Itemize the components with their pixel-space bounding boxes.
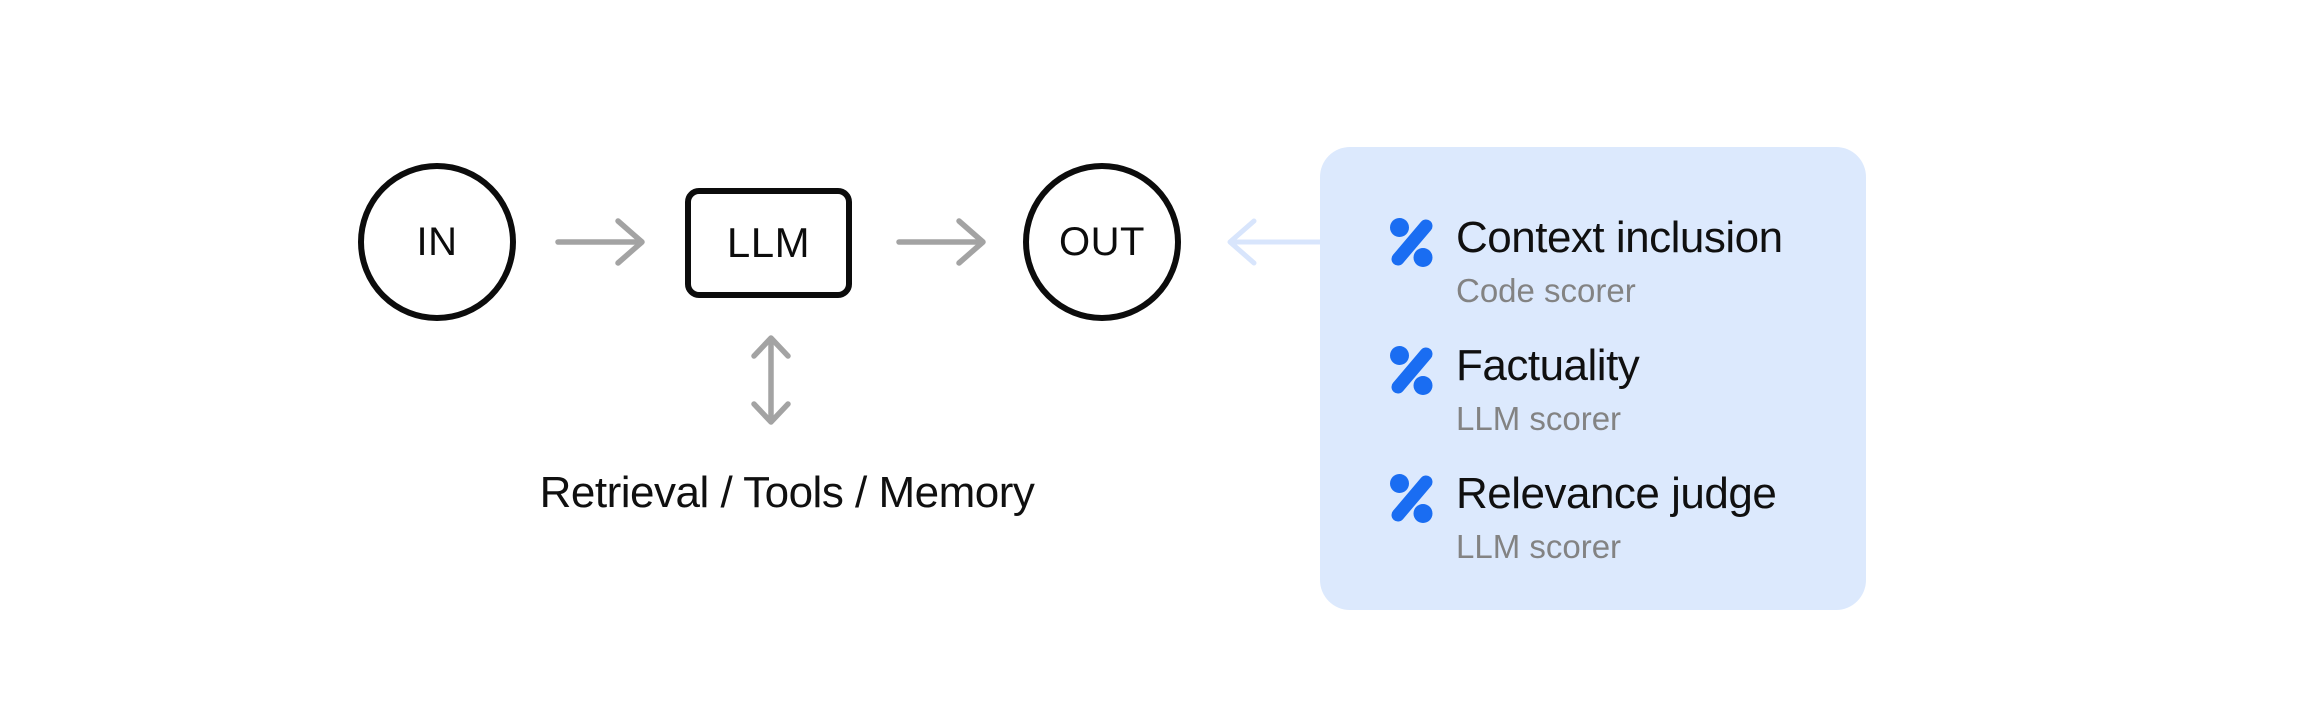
scorer-type: LLM scorer xyxy=(1456,528,1622,566)
input-node-label: IN xyxy=(416,219,458,264)
arrow-llm-augmentation-bidirectional-icon xyxy=(741,331,801,429)
scorer-name: Context inclusion xyxy=(1456,213,1783,262)
scorer-type: Code scorer xyxy=(1456,271,1636,309)
scorer-type: LLM scorer xyxy=(1456,399,1622,437)
input-node: IN xyxy=(358,163,516,321)
output-node: OUT xyxy=(1023,163,1181,321)
arrow-in-to-llm-icon xyxy=(552,213,652,271)
scorers-panel: Context inclusion Code scorer Factuality… xyxy=(1320,147,1866,610)
augmentation-label: Retrieval / Tools / Memory xyxy=(539,468,1035,517)
llm-node-label: LLM xyxy=(726,219,811,266)
scorer-name: Relevance judge xyxy=(1456,469,1777,519)
scorer-row-relevance-judge: Relevance judge LLM scorer xyxy=(1390,467,1826,569)
arrow-llm-to-out-icon xyxy=(893,213,993,271)
llm-node: LLM xyxy=(685,188,852,298)
arrow-panel-to-out-icon xyxy=(1222,213,1322,271)
output-node-label: OUT xyxy=(1059,219,1145,264)
scorer-name: Factuality xyxy=(1456,341,1640,391)
percent-scorer-icon xyxy=(1390,345,1434,396)
scorer-row-context-inclusion: Context inclusion Code scorer xyxy=(1390,211,1826,313)
percent-scorer-icon xyxy=(1390,217,1434,267)
scorer-text: Relevance judge LLM scorer xyxy=(1456,467,1777,569)
scorer-text: Context inclusion Code scorer xyxy=(1456,211,1783,313)
percent-scorer-icon xyxy=(1390,473,1434,524)
scorer-text: Factuality LLM scorer xyxy=(1456,339,1640,441)
scorer-row-factuality: Factuality LLM scorer xyxy=(1390,339,1826,441)
